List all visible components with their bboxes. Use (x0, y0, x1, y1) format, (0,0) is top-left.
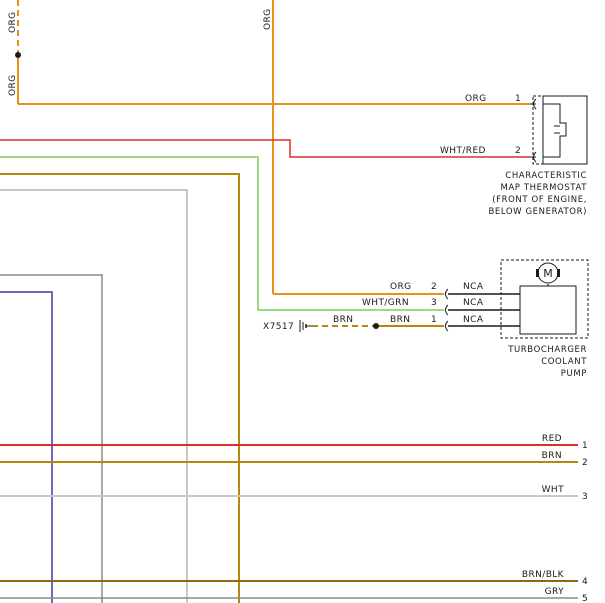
thermostat-caption-line2: MAP THERMOSTAT (500, 183, 587, 193)
bus-label-wht: WHT (542, 485, 564, 495)
pin-pump-3: 3 (431, 298, 437, 308)
wire-blue-vertical (0, 291, 53, 603)
bus-number-3: 3 (582, 492, 588, 502)
label-thermostat-wht-red: WHT/RED (440, 146, 486, 156)
label-pump-org: ORG (390, 282, 412, 292)
splice-dot-left (15, 52, 21, 58)
motor-symbol: M (543, 267, 553, 280)
pump-nca-3: NCA (463, 298, 484, 308)
bus-label-brn-blk: BRN/BLK (522, 570, 565, 580)
pin-thermostat-1: 1 (515, 94, 521, 104)
pin-pump-1: 1 (431, 315, 437, 325)
label-splice-brn: BRN (333, 315, 353, 325)
bus-label-red: RED (542, 434, 562, 444)
pump-connector-icon (445, 288, 449, 332)
wire-wht-grn (0, 156, 444, 311)
ground-symbol-icon (299, 320, 312, 332)
pump-caption-line1: TURBOCHARGER (507, 345, 587, 355)
motor-icon (536, 262, 560, 286)
bus-number-1: 1 (582, 441, 588, 451)
pin-pump-2: 2 (431, 282, 437, 292)
thermostat-caption-line1: CHARACTERISTIC (505, 171, 587, 181)
label-thermostat-org: ORG (465, 94, 487, 104)
label-org-center: ORG (263, 8, 273, 30)
pump-outer-box (500, 259, 589, 339)
pump-caption-line3: PUMP (561, 369, 587, 379)
thermostat-body (542, 95, 588, 165)
label-org-left-top: ORG (8, 11, 18, 33)
pin-thermostat-2: 2 (515, 146, 521, 156)
bus-label-brn: BRN (542, 451, 562, 461)
pump-body (519, 285, 577, 335)
bus-number-2: 2 (582, 458, 588, 468)
ground-id: X7517 (263, 322, 294, 332)
thermostat-element-icon (543, 103, 567, 158)
label-org-left-bottom: ORG (8, 74, 18, 96)
thermostat-caption-line4: BELOW GENERATOR) (488, 207, 587, 217)
thermostat-caption-line3: (FRONT OF ENGINE, (492, 195, 587, 205)
wire-brn-vertical (0, 173, 240, 603)
label-pump-wht-grn: WHT/GRN (362, 298, 409, 308)
bus-number-5: 5 (582, 594, 588, 603)
wire-lightgray-vertical (0, 189, 188, 603)
wire-wht-red (0, 139, 530, 158)
splice-dot-brn (373, 323, 379, 329)
wire-gray-vertical (0, 274, 103, 603)
label-pump-brn: BRN (390, 315, 410, 325)
pump-caption-line2: COOLANT (541, 357, 587, 367)
bus-label-gry: GRY (545, 587, 564, 597)
pump-nca-2: NCA (463, 282, 484, 292)
bus-number-4: 4 (582, 577, 588, 587)
pump-nca-1: NCA (463, 315, 484, 325)
